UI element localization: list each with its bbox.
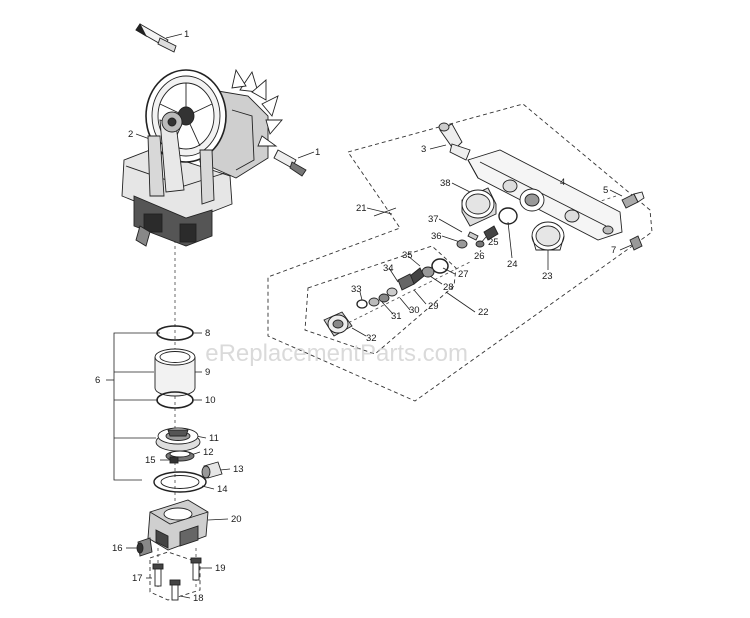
part-26-seat xyxy=(475,240,485,248)
center-line-valve xyxy=(337,261,471,329)
callout-1-upper: 1 xyxy=(184,29,189,40)
part-14-gasket xyxy=(153,471,207,493)
watermark-text: eReplacementParts.com xyxy=(205,340,468,367)
callout-16: 16 xyxy=(112,543,123,554)
leader-lines xyxy=(106,33,635,599)
part-30-washer xyxy=(378,293,390,303)
part-38-valve-cap xyxy=(461,187,497,227)
part-32-plug xyxy=(323,311,353,337)
part-3-elbow xyxy=(438,122,471,161)
callout-8: 8 xyxy=(205,328,210,339)
fan-fins xyxy=(231,68,283,147)
part-9-sleeve xyxy=(154,348,196,397)
part-1-pin-lower xyxy=(273,149,307,177)
callout-34: 34 xyxy=(383,263,394,274)
callout-31: 31 xyxy=(391,311,402,322)
callout-37: 37 xyxy=(428,214,439,225)
part-13-fitting xyxy=(201,461,223,479)
part-19-bolt xyxy=(190,557,202,581)
callout-32: 32 xyxy=(366,333,377,344)
callout-30: 30 xyxy=(409,305,420,316)
callout-24: 24 xyxy=(507,259,518,270)
outline-fastener-box xyxy=(149,551,201,601)
part-15-clip xyxy=(169,456,179,464)
callout-21: 21 xyxy=(356,203,367,214)
part-11-cap xyxy=(155,427,201,452)
part-1-pin-upper xyxy=(135,23,177,53)
callout-3: 3 xyxy=(421,144,426,155)
callout-13: 13 xyxy=(233,464,244,475)
part-24-o-ring xyxy=(498,207,518,225)
callout-10: 10 xyxy=(205,395,216,406)
callout-12: 12 xyxy=(203,447,214,458)
callout-25: 25 xyxy=(488,237,499,248)
part-23-valve-cap xyxy=(531,221,565,251)
part-2-pump-assembly xyxy=(121,68,283,247)
part-18-bolt xyxy=(169,579,181,601)
callout-17: 17 xyxy=(132,573,143,584)
part-36-nut xyxy=(456,239,468,249)
part-10-o-ring xyxy=(156,391,194,409)
callout-5: 5 xyxy=(603,185,608,196)
part-34-ring xyxy=(386,287,398,297)
callout-28: 28 xyxy=(443,282,454,293)
callout-29: 29 xyxy=(428,301,439,312)
callout-9: 9 xyxy=(205,367,210,378)
part-5-plug xyxy=(621,191,645,209)
part-20-manifold-base xyxy=(147,499,209,551)
part-7-plug xyxy=(629,235,643,251)
callout-1-lower: 1 xyxy=(315,147,320,158)
callout-26: 26 xyxy=(474,251,485,262)
callout-18: 18 xyxy=(193,593,204,604)
callout-38: 38 xyxy=(440,178,451,189)
part-25-spring xyxy=(483,225,499,241)
part-29-spring xyxy=(397,273,415,291)
callout-14: 14 xyxy=(217,484,228,495)
callout-22: 22 xyxy=(478,307,489,318)
callout-15: 15 xyxy=(145,455,156,466)
part-27-ring xyxy=(431,258,449,274)
outline-group-22 xyxy=(304,245,457,355)
callout-36: 36 xyxy=(431,231,442,242)
center-line-fitting-5 xyxy=(597,195,617,203)
part-8-o-ring xyxy=(156,325,194,341)
callout-11: 11 xyxy=(209,433,219,444)
callout-19: 19 xyxy=(215,563,226,574)
callout-2: 2 xyxy=(128,129,133,140)
outline-group-21 xyxy=(267,103,653,402)
group-outlines xyxy=(149,103,653,601)
part-37-pin xyxy=(467,231,479,241)
part-31-seal xyxy=(368,297,380,307)
part-drawings xyxy=(121,23,645,601)
callout-7: 7 xyxy=(611,245,616,256)
callout-6: 6 xyxy=(95,375,100,386)
callout-27: 27 xyxy=(458,269,469,280)
callout-33: 33 xyxy=(351,284,362,295)
callout-4: 4 xyxy=(560,177,565,188)
callout-35: 35 xyxy=(402,250,413,261)
part-33-o-ring xyxy=(356,299,368,309)
part-17-bolt xyxy=(152,563,164,587)
callout-23: 23 xyxy=(542,271,553,282)
part-16-elbow xyxy=(136,537,153,557)
part-4-manifold xyxy=(467,149,623,241)
callout-labels: 1 1 2 3 4 5 6 7 8 9 10 11 12 13 14 15 16… xyxy=(95,29,616,604)
callout-20: 20 xyxy=(231,514,242,525)
